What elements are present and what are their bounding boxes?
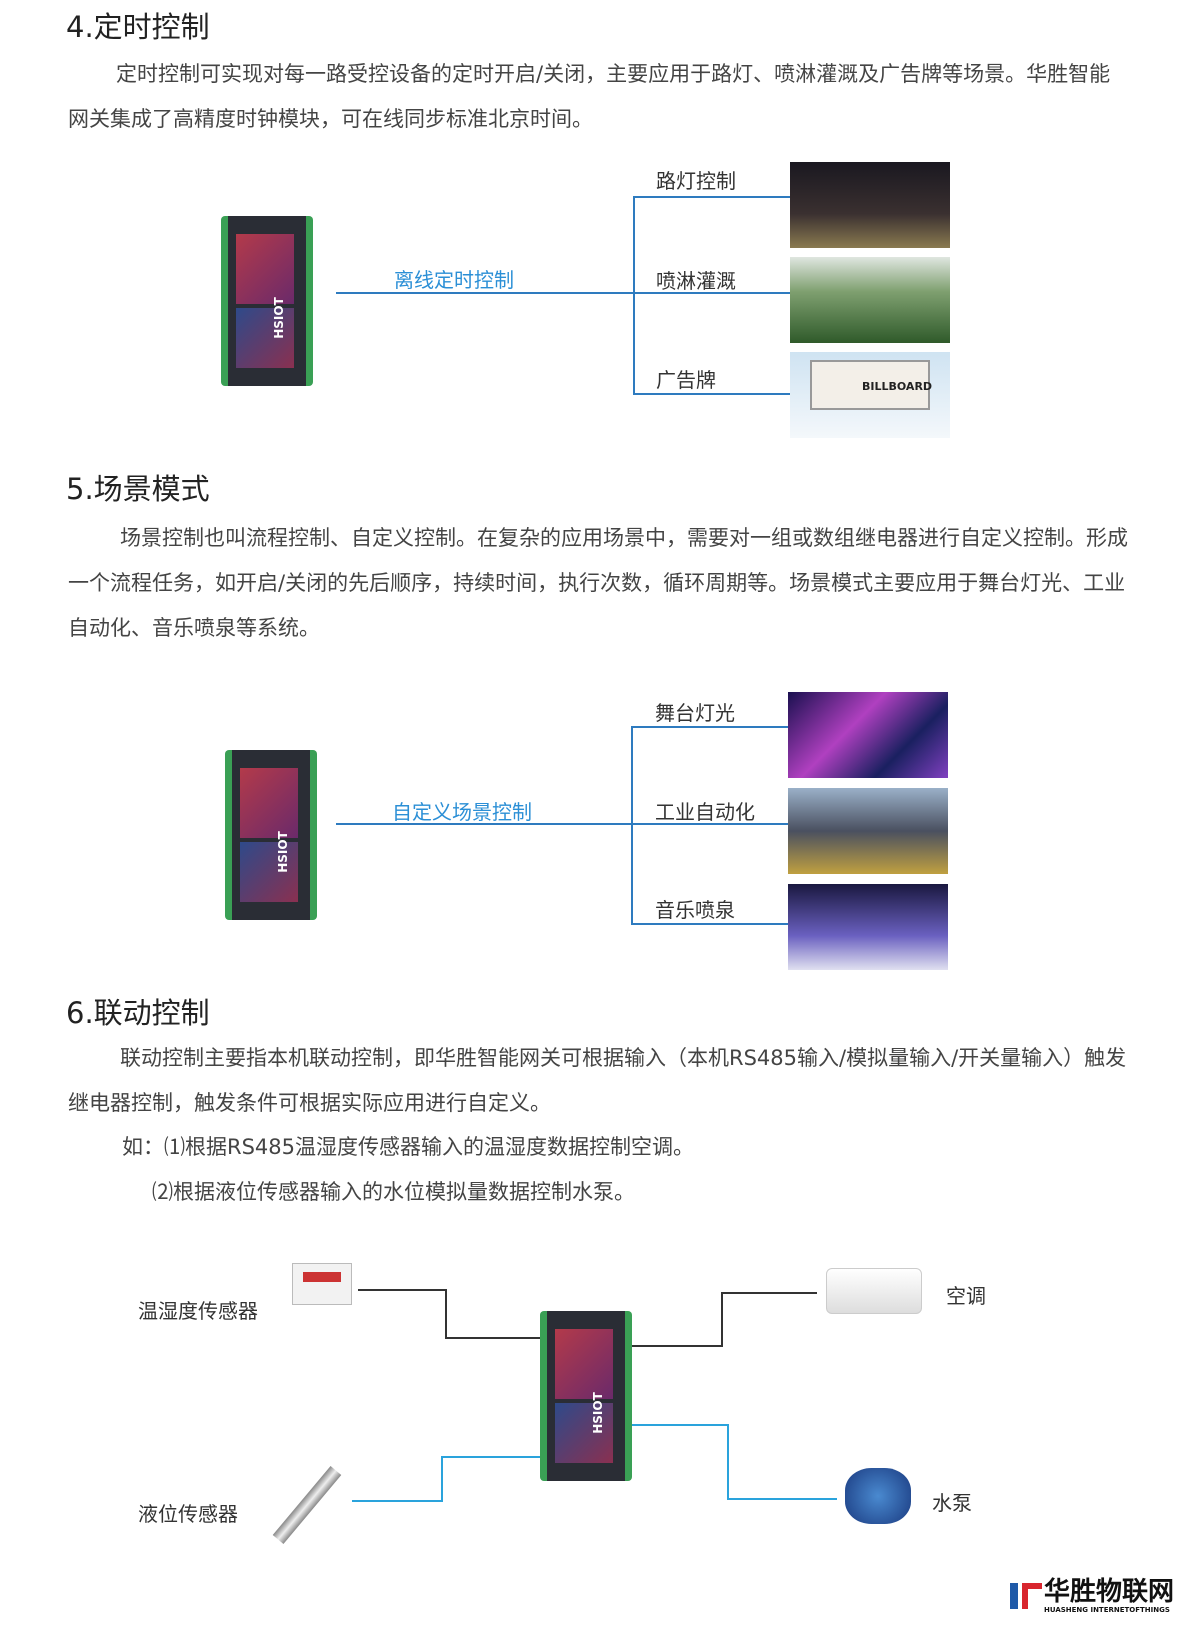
industrial-image (788, 788, 948, 874)
item-industrial-automation: 工业自动化 (655, 800, 755, 824)
wire (721, 1292, 723, 1347)
input-temp-humidity: 温湿度传感器 (138, 1299, 258, 1323)
item-stage-lighting: 舞台灯光 (655, 701, 735, 725)
sprinkler-image (790, 257, 950, 343)
item-sprinkler: 喷淋灌溉 (656, 269, 736, 293)
item-street-light: 路灯控制 (656, 169, 736, 193)
device-label: HSIOT (271, 297, 286, 339)
logo-mark-icon (1010, 1581, 1044, 1611)
wire (721, 1292, 817, 1294)
connector-line (631, 726, 633, 925)
gateway-device: HSIOT (540, 1311, 632, 1481)
wire (441, 1456, 540, 1458)
input-level-sensor: 液位传感器 (138, 1502, 238, 1526)
temp-humidity-sensor-icon (292, 1263, 352, 1305)
item-music-fountain: 音乐喷泉 (655, 898, 735, 922)
wire (632, 1424, 728, 1426)
custom-scene-label: 自定义场景控制 (392, 800, 532, 824)
offline-timer-label: 离线定时控制 (394, 268, 514, 292)
wire (727, 1498, 837, 1500)
section-6-title: 6.联动控制 (66, 996, 210, 1030)
device-label: HSIOT (275, 831, 290, 873)
level-sensor-icon (272, 1466, 342, 1544)
connector-line (633, 393, 791, 395)
wire (441, 1456, 443, 1502)
section-6-paragraph: 联动控制主要指本机联动控制，即华胜智能网关可根据输入（本机RS485输入/模拟量… (68, 1046, 1127, 1115)
logo-cn: 华胜物联网 (1044, 1577, 1175, 1607)
section-4-title: 4.定时控制 (66, 10, 210, 44)
logo-en: HUASHENG INTERNETOFTHINGS (1044, 1606, 1170, 1614)
air-conditioner-icon (826, 1268, 922, 1314)
brand-logo: 华胜物联网 HUASHENG INTERNETOFTHINGS (1010, 1578, 1174, 1614)
water-pump-icon (845, 1468, 911, 1524)
connector-line (631, 923, 789, 925)
example-1: 如：⑴根据RS485温湿度传感器输入的温湿度数据控制空调。 (122, 1135, 695, 1159)
street-light-image (790, 162, 950, 248)
section-4-paragraph: 定时控制可实现对每一路受控设备的定时开启/关闭，主要应用于路灯、喷淋灌溉及广告牌… (68, 62, 1111, 131)
wire (727, 1424, 729, 1500)
connector-line (633, 196, 635, 394)
device-label: HSIOT (590, 1392, 605, 1434)
connector-line (336, 292, 792, 294)
connector-line (631, 726, 789, 728)
billboard-text: BILLBOARD (810, 360, 932, 410)
wire (352, 1500, 442, 1502)
wire (445, 1337, 540, 1339)
connector-line (633, 196, 791, 198)
connector-line (336, 823, 792, 825)
wire (632, 1345, 722, 1347)
stage-lighting-image (788, 692, 948, 778)
output-pump: 水泵 (932, 1491, 972, 1515)
wire (445, 1289, 447, 1338)
wire (358, 1289, 446, 1291)
billboard-image: BILLBOARD (790, 352, 950, 438)
gateway-device: HSIOT (221, 216, 313, 386)
output-ac: 空调 (946, 1284, 986, 1308)
item-billboard: 广告牌 (656, 368, 716, 392)
fountain-image (788, 884, 948, 970)
gateway-device: HSIOT (225, 750, 317, 920)
section-5-title: 5.场景模式 (66, 472, 210, 506)
example-2: ⑵根据液位传感器输入的水位模拟量数据控制水泵。 (152, 1180, 635, 1204)
section-5-paragraph: 场景控制也叫流程控制、自定义控制。在复杂的应用场景中，需要对一组或数组继电器进行… (68, 526, 1128, 640)
